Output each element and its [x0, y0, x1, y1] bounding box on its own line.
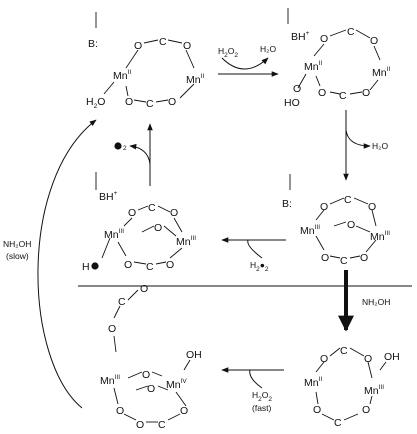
mn-center-7: MnIII: [104, 228, 124, 241]
carbon-atom: C: [146, 98, 154, 110]
oxygen-atom: O: [364, 353, 372, 365]
oxygen-atom: O: [183, 40, 191, 52]
oxygen-atom: O: [128, 207, 136, 219]
oxygen-atom: O: [140, 283, 148, 295]
carbon-atom: C: [347, 26, 355, 38]
reagent-h2o2: H2O2: [218, 46, 238, 59]
carbon-atom: C: [158, 419, 166, 431]
oxygen-atom: O: [320, 201, 328, 213]
step-peroxide-binding: H2O2 H₂O: [218, 44, 279, 77]
complex-mn2-mn3-hydroxo: O C O O C O MnII MnIII OH: [304, 345, 400, 429]
protonated-base-2: BH+: [99, 190, 118, 203]
step-o2-release: 2: [114, 123, 153, 186]
reagent-h2o2-2: H2●2: [250, 260, 269, 273]
complex-mn2-mn2-water: B: O C O O C O MnII MnII H2O: [86, 12, 204, 110]
step-oxidation-by-peroxide: H2●2: [221, 237, 286, 273]
carbon-atom: C: [148, 202, 156, 214]
oxygen-atom: O: [108, 323, 116, 335]
slow-label: (slow): [6, 251, 29, 261]
oxygen-atom: O: [125, 96, 133, 108]
oxygen-atom: O: [370, 35, 378, 47]
step-nh2oh-treatment: NH₂OH: [338, 270, 390, 332]
base-label-1: B:: [88, 38, 98, 50]
mn-center-2: MnII: [186, 73, 204, 86]
oxygen-atom: O: [124, 259, 132, 271]
oxygen-atom: O: [318, 87, 326, 99]
mn-center-12: MnIV: [166, 378, 187, 391]
carbon-atom: C: [344, 194, 352, 206]
step-water-release: H₂O: [343, 110, 388, 181]
mn-center-3: MnII: [304, 60, 322, 73]
o2-subscript: 2: [123, 145, 127, 152]
bridging-oxo: O: [154, 222, 162, 234]
oxygen-atom: O: [147, 383, 155, 395]
complex-mn3-mn3-oxo: B: O C O O O C O MnIII MnIII: [282, 174, 390, 267]
product-water-1: H₂O: [260, 44, 276, 54]
oxygen-atom: O: [321, 252, 329, 264]
oxygen-atom: O: [362, 87, 370, 99]
carbon-atom: C: [146, 261, 154, 273]
mn-center-4: MnII: [372, 66, 390, 79]
carbon-atom: C: [118, 296, 126, 308]
complex-mn3-mn4-oxo-hydroxo: O C O O O O O C O MnIII MnIV OH: [100, 283, 202, 431]
oxygen-atom: O: [170, 207, 178, 219]
hydroperoxo-ligand: HO: [284, 97, 300, 109]
base-label-2: B:: [282, 198, 292, 210]
bridging-oxo: O: [142, 369, 150, 381]
oxygen-atom: O: [166, 259, 174, 271]
complex-mn3-mn3-labeled: BH+ O C O O O C O MnIII MnIII H: [82, 172, 196, 273]
oxygen-atom: O: [320, 353, 328, 365]
released-oxygen-dot: [114, 142, 122, 150]
mn-center-11: MnIII: [100, 374, 120, 387]
oxygen-atom: O: [368, 201, 376, 213]
complex-mn2-mn2-hydroperoxo: BH+ O C O O C O O MnII MnII HO: [284, 8, 390, 109]
oxygen-atom: O: [136, 419, 144, 431]
mn-center-5: MnIII: [300, 224, 320, 237]
bridging-oxo: O: [347, 219, 355, 231]
oxygen-atom: O: [180, 405, 188, 417]
hydrogen-label: H: [82, 261, 90, 273]
step-fast-oxidation: H2O2 (fast): [221, 367, 284, 413]
protonated-base-1: BH+: [291, 30, 310, 43]
step-slow-reduction: NH₂OH (slow): [3, 119, 97, 409]
oxygen-atom: O: [320, 33, 328, 45]
fast-label: (fast): [252, 403, 272, 413]
mn-center-6: MnIII: [370, 230, 390, 243]
reagent-nh2oh-slow: NH₂OH: [3, 239, 31, 249]
hydroxo-ligand-1: OH: [384, 351, 400, 363]
oxygen-atom: O: [168, 96, 176, 108]
labeled-oxygen-dot: [91, 262, 99, 270]
mn-center-8: MnIII: [176, 235, 196, 248]
product-water-2: H₂O: [372, 141, 388, 151]
reagent-nh2oh-fast: NH₂OH: [362, 297, 390, 307]
reagent-h2o2-3: H2O2: [252, 390, 272, 403]
oxygen-atom: O: [360, 252, 368, 264]
carbon-atom: C: [340, 255, 348, 267]
carbon-atom: C: [159, 36, 167, 48]
carbon-atom: C: [340, 345, 348, 357]
carbon-atom: C: [334, 417, 342, 429]
hydroxo-ligand-2: OH: [186, 349, 202, 361]
carbon-atom: C: [339, 90, 347, 102]
oxygen-atom: O: [116, 405, 124, 417]
mn-center-9: MnII: [304, 376, 322, 389]
oxygen-atom: O: [293, 83, 301, 95]
mn-center-1: MnII: [113, 69, 131, 82]
water-ligand: H2O: [86, 96, 105, 110]
oxygen-atom: O: [362, 404, 370, 416]
oxygen-atom: O: [313, 404, 321, 416]
mn-center-10: MnIII: [364, 384, 384, 397]
oxygen-atom: O: [134, 40, 142, 52]
